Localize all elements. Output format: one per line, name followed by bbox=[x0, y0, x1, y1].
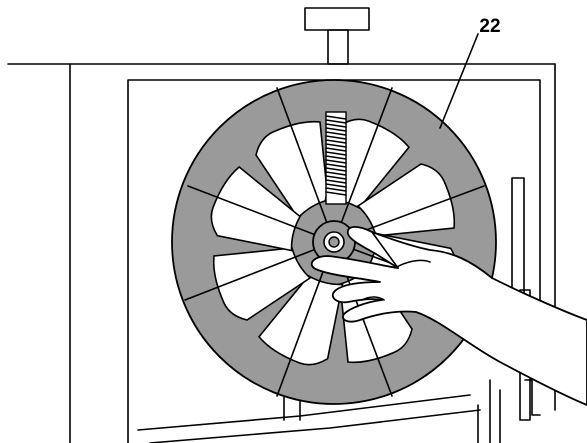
hand bbox=[310, 226, 587, 406]
wheel-windows bbox=[255, 120, 329, 220]
tension-spring bbox=[325, 111, 347, 205]
callout-label: 22 bbox=[479, 16, 500, 37]
tension-knob bbox=[304, 7, 370, 65]
callout-22: 22 bbox=[439, 16, 501, 129]
hub bbox=[312, 220, 356, 264]
